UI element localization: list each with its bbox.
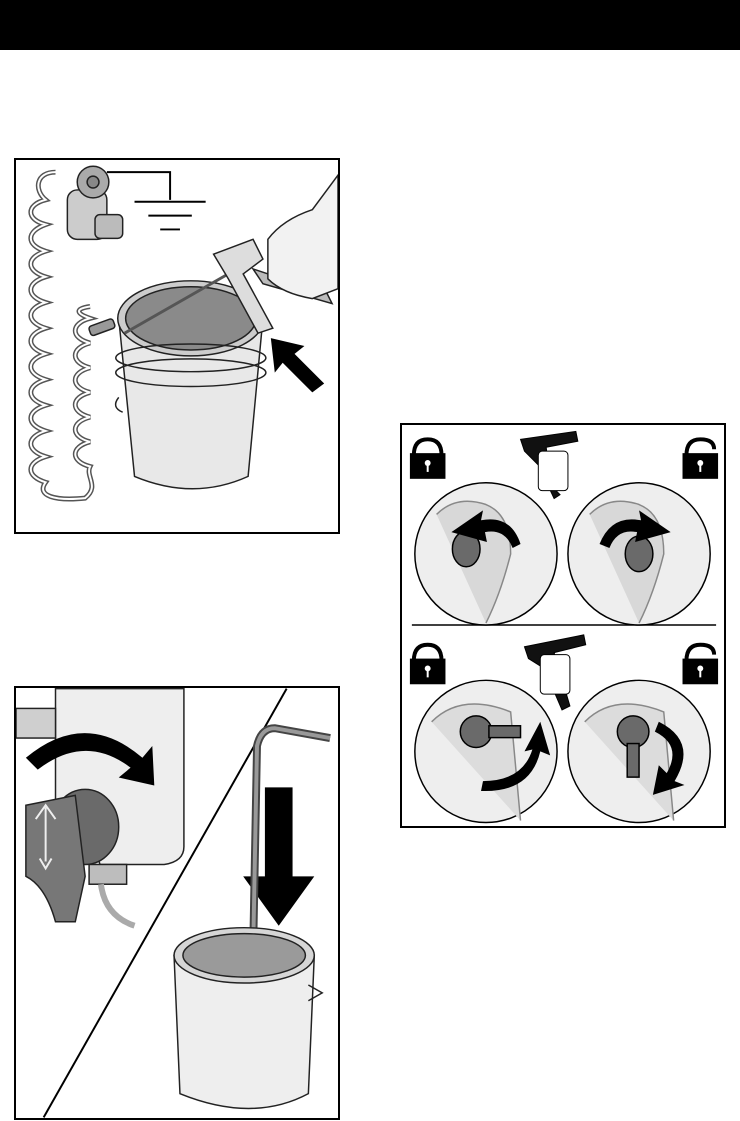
lock-open-icon bbox=[683, 645, 719, 685]
priming-figure bbox=[14, 686, 340, 1120]
arrow-icon bbox=[271, 338, 324, 392]
lock-detail-bottom-right bbox=[568, 680, 710, 822]
clamp-icon bbox=[88, 318, 116, 336]
spray-gun-icon bbox=[521, 431, 578, 498]
grounding-illustration bbox=[16, 160, 338, 532]
lock-open-icon bbox=[683, 439, 719, 479]
bucket-icon bbox=[116, 281, 266, 489]
grounding-figure bbox=[14, 158, 340, 534]
paint-pail-icon bbox=[174, 928, 322, 1109]
lock-detail-top-right bbox=[568, 483, 710, 625]
lock-detail-top-left bbox=[415, 483, 557, 625]
header-bar bbox=[0, 0, 740, 50]
priming-illustration bbox=[16, 688, 338, 1118]
trigger-lock-illustration bbox=[402, 425, 724, 826]
lock-closed-icon bbox=[410, 645, 446, 685]
hand-icon bbox=[268, 175, 338, 298]
lock-closed-icon bbox=[410, 439, 446, 479]
trigger-lock-figure bbox=[400, 423, 726, 828]
water-faucet-icon bbox=[67, 166, 122, 239]
